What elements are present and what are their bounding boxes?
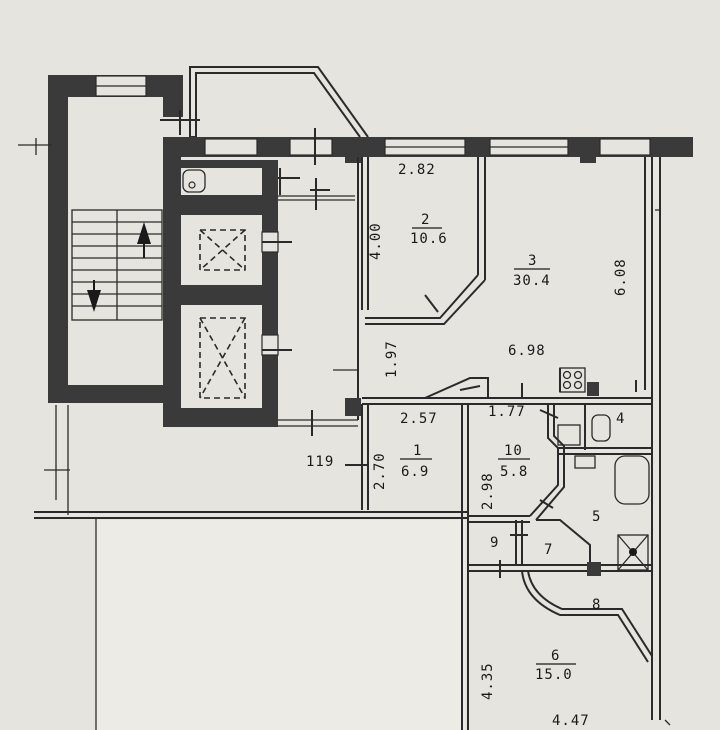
room-number-2: 2 [421,212,430,228]
elevator-core [163,137,355,427]
building-edge [34,511,468,730]
window [204,138,258,156]
dim-197: 1.97 [384,340,400,378]
stairwell [18,75,200,500]
dim-177: 1.77 [488,404,526,420]
window [289,138,333,156]
room-labels: 2 10.6 3 30.4 1 6.9 10 5.8 4 5 9 7 8 6 1… [400,212,625,683]
room-1 [345,404,469,516]
room-number-6: 6 [551,648,560,664]
room-number-8: 8 [592,597,601,613]
room-number-5: 5 [592,509,601,525]
room-number-7: 7 [544,542,553,558]
partition-mid [362,377,652,405]
room-5 [574,455,652,572]
dim-270: 2.70 [372,452,388,490]
room-number-1: 1 [413,443,422,459]
room-area-6: 15.0 [535,667,573,683]
dim-447: 4.47 [552,713,590,729]
room-8-6 [461,516,671,730]
stair-down-arrow-icon [87,280,101,312]
dim-435: 4.35 [480,662,496,700]
room-3 [559,157,661,720]
dim-608: 6.08 [613,258,629,296]
exterior-wall-top [163,128,693,165]
dimension-labels: 2.82 4.00 6.08 6.98 1.97 2.57 1.77 119 2… [306,162,629,729]
dim-282: 2.82 [398,162,436,178]
dim-257: 2.57 [400,411,438,427]
stair-flights [71,209,163,321]
elevator-shaft-2 [181,305,262,408]
room-number-10: 10 [504,443,523,459]
room-number-9: 9 [490,535,499,551]
room-2 [345,157,486,416]
hall [67,157,359,515]
room-9-7 [468,519,601,578]
room-number-4: 4 [616,411,625,427]
dim-698: 6.98 [508,343,546,359]
paper-shade [95,520,465,730]
room-area-1: 6.9 [401,464,429,480]
stair-up-arrow-icon [137,222,151,258]
room-number-3: 3 [528,253,537,269]
elevator-shaft-1 [181,215,262,285]
room-area-2: 10.6 [410,231,448,247]
dim-119: 119 [306,454,334,470]
room-area-3: 30.4 [513,273,551,289]
entry-bay [189,66,369,138]
window [599,138,651,156]
dim-298: 2.98 [480,472,496,510]
dim-400: 4.00 [368,222,384,260]
room-area-10: 5.8 [500,464,528,480]
kitchen-counter [559,367,637,396]
room-4 [557,404,652,455]
